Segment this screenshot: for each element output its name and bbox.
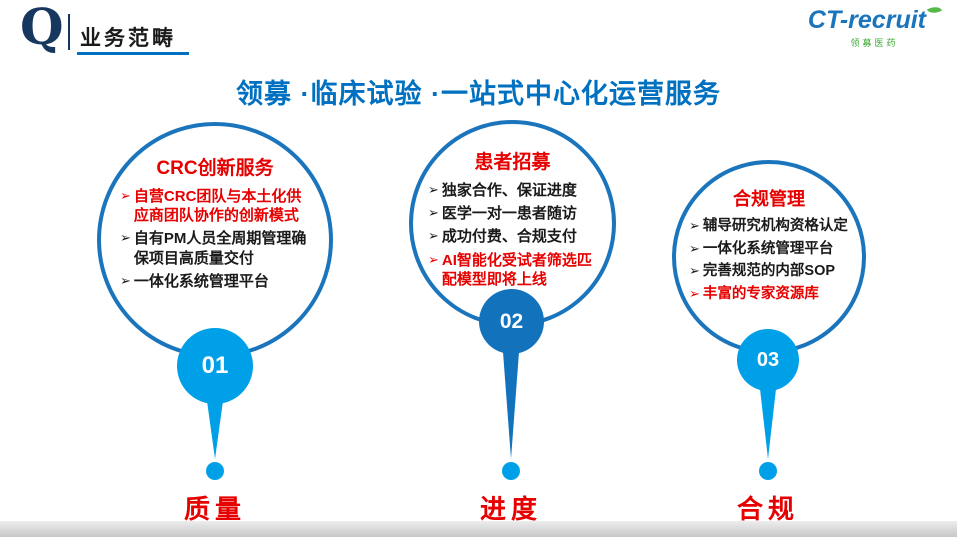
- leaf-icon: [926, 3, 943, 17]
- pin-dot-2: [502, 462, 520, 480]
- bullet-arrow-icon: ➢: [689, 285, 700, 301]
- pin-dot-1: [206, 462, 224, 480]
- bullet-arrow-icon: ➢: [428, 251, 439, 267]
- bullet-item: ➢ AI智能化受试者筛选匹配模型即将上线: [428, 251, 597, 289]
- bullet-text: 一体化系统管理平台: [133, 272, 269, 290]
- section-title: 业务范畴: [80, 27, 176, 50]
- bullet-text: 成功付费、合规支付: [441, 228, 577, 246]
- bullet-list: ➢ 独家合作、保证进度 ➢ 医学一对一患者随访 ➢ 成功付费、合规支付 ➢ AI…: [428, 181, 597, 289]
- bullet-text: 独家合作、保证进度: [441, 182, 577, 199]
- bullet-text: AI智能化受试者筛选匹配模型即将上线: [441, 251, 592, 288]
- bullet-arrow-icon: ➢: [428, 182, 439, 197]
- bullet-text: 自有PM人员全周期管理确保项目高质量交付: [133, 230, 307, 267]
- bullet-item: ➢ 一体化系统管理平台: [689, 240, 849, 259]
- bullet-list: ➢ 自营CRC团队与本土化供应商团队协作的创新模式 ➢ 自有PM人员全周期管理确…: [120, 187, 310, 291]
- circle-compliance: 合规管理 ➢ 辅导研究机构资格认定 ➢ 一体化系统管理平台 ➢ 完善规范的内部S…: [672, 160, 866, 354]
- bullet-item: ➢ 一体化系统管理平台: [120, 272, 310, 291]
- bullet-arrow-icon: ➢: [428, 205, 439, 221]
- circle-patient-recruitment: 患者招募 ➢ 独家合作、保证进度 ➢ 医学一对一患者随访 ➢ 成功付费、合规支付…: [409, 120, 616, 327]
- bullet-arrow-icon: ➢: [689, 263, 700, 279]
- bullet-arrow-icon: ➢: [120, 188, 131, 203]
- bullet-arrow-icon: ➢: [689, 218, 700, 233]
- bullet-item: ➢ 丰富的专家资源库: [689, 285, 849, 304]
- bullet-item: ➢ 辅导研究机构资格认定: [689, 217, 849, 236]
- bullet-item: ➢ 自营CRC团队与本土化供应商团队协作的创新模式: [120, 187, 310, 225]
- bullet-text: 辅导研究机构资格认定: [702, 218, 848, 234]
- section-underline: [77, 52, 189, 55]
- bullet-text: 完善规范的内部SOP: [702, 263, 836, 280]
- bullet-item: ➢ 医学一对一患者随访: [428, 204, 597, 223]
- bullet-item: ➢ 自有PM人员全周期管理确保项目高质量交付: [120, 229, 310, 267]
- pin-dot-3: [759, 462, 777, 480]
- circle-title: 合规管理: [733, 189, 805, 209]
- bullet-text: 丰富的专家资源库: [702, 285, 819, 302]
- bullet-arrow-icon: ➢: [120, 230, 131, 246]
- bullet-list: ➢ 辅导研究机构资格认定 ➢ 一体化系统管理平台 ➢ 完善规范的内部SOP ➢ …: [689, 217, 849, 303]
- bullet-item: ➢ 独家合作、保证进度: [428, 181, 597, 200]
- pin-tail-2: [503, 352, 519, 459]
- header-divider: [68, 14, 70, 50]
- number-badge-03: 03: [737, 329, 799, 391]
- brand-subtitle: 领募医药: [850, 38, 899, 48]
- pin-tail-3: [760, 389, 776, 459]
- circle-crc-services: CRC创新服务 ➢ 自营CRC团队与本土化供应商团队协作的创新模式 ➢ 自有PM…: [97, 122, 333, 358]
- bullet-arrow-icon: ➢: [428, 228, 439, 244]
- page-title: 领募 ·临床试验 ·一站式中心化运营服务: [236, 79, 721, 109]
- number-badge-02: 02: [479, 289, 544, 354]
- pin-label-quality: 质量: [183, 494, 246, 524]
- bullet-arrow-icon: ➢: [120, 272, 131, 288]
- bullet-text: 一体化系统管理平台: [702, 240, 834, 257]
- brand-logo: CT-recruit 领募医药: [807, 3, 943, 49]
- pin-label-progress: 进度: [479, 494, 542, 524]
- bullet-item: ➢ 完善规范的内部SOP: [689, 262, 849, 281]
- pin-tail-1: [207, 401, 223, 459]
- pin-label-compliance: 合规: [736, 494, 799, 524]
- brand-wordmark: CT-recruit: [807, 6, 926, 34]
- bullet-arrow-icon: ➢: [689, 240, 700, 256]
- bullet-text: 自营CRC团队与本土化供应商团队协作的创新模式: [133, 188, 302, 225]
- number-badge-01: 01: [177, 328, 253, 404]
- footer-bar: [0, 521, 957, 537]
- circle-title: CRC创新服务: [156, 158, 274, 179]
- q-logo: Q: [20, 0, 64, 56]
- bullet-item: ➢ 成功付费、合规支付: [428, 227, 597, 246]
- bullet-text: 医学一对一患者随访: [441, 205, 577, 223]
- circle-title: 患者招募: [474, 152, 551, 173]
